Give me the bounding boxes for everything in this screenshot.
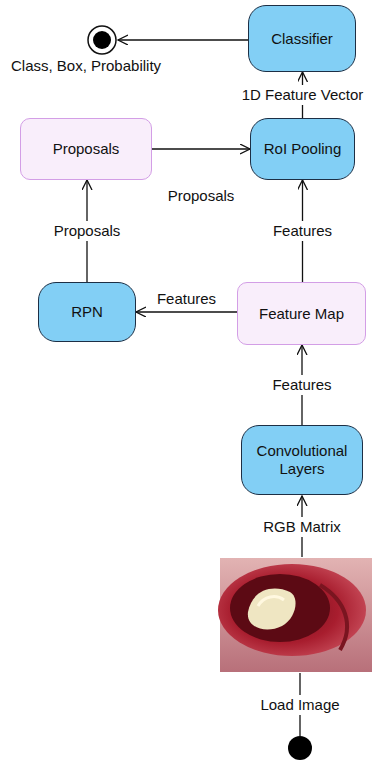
edge-label: Features	[269, 375, 334, 395]
process-box: Convolutional Layers	[241, 425, 363, 495]
node-label: RPN	[65, 303, 109, 321]
start-state	[288, 736, 312, 760]
process-box: RoI Pooling	[250, 118, 355, 180]
free-label: Class, Box, Probability	[8, 56, 164, 76]
data-box: Feature Map	[237, 282, 366, 345]
edge-label: Proposals	[165, 186, 238, 206]
node-label: RoI Pooling	[258, 140, 348, 158]
connector-arrow	[136, 311, 237, 312]
edge-label: Features	[270, 221, 335, 241]
node-label: Proposals	[47, 140, 126, 158]
node-label: Convolutional Layers	[242, 442, 362, 478]
free-label: RGB Matrix	[260, 517, 344, 537]
edge-label: Features	[154, 289, 219, 309]
node-label: Classifier	[265, 30, 339, 48]
process-box: RPN	[38, 282, 136, 342]
output-arrow	[118, 39, 248, 40]
end-state-dot	[93, 31, 111, 49]
data-box: Proposals	[20, 118, 152, 180]
edge-label: Proposals	[51, 221, 124, 241]
process-box: Classifier	[248, 5, 356, 72]
connector-arrow	[152, 148, 250, 149]
end-state	[88, 26, 116, 54]
edge-label: 1D Feature Vector	[239, 85, 367, 105]
wound-photo	[218, 558, 372, 672]
node-label: Feature Map	[253, 305, 350, 323]
free-label: Load Image	[257, 695, 342, 715]
